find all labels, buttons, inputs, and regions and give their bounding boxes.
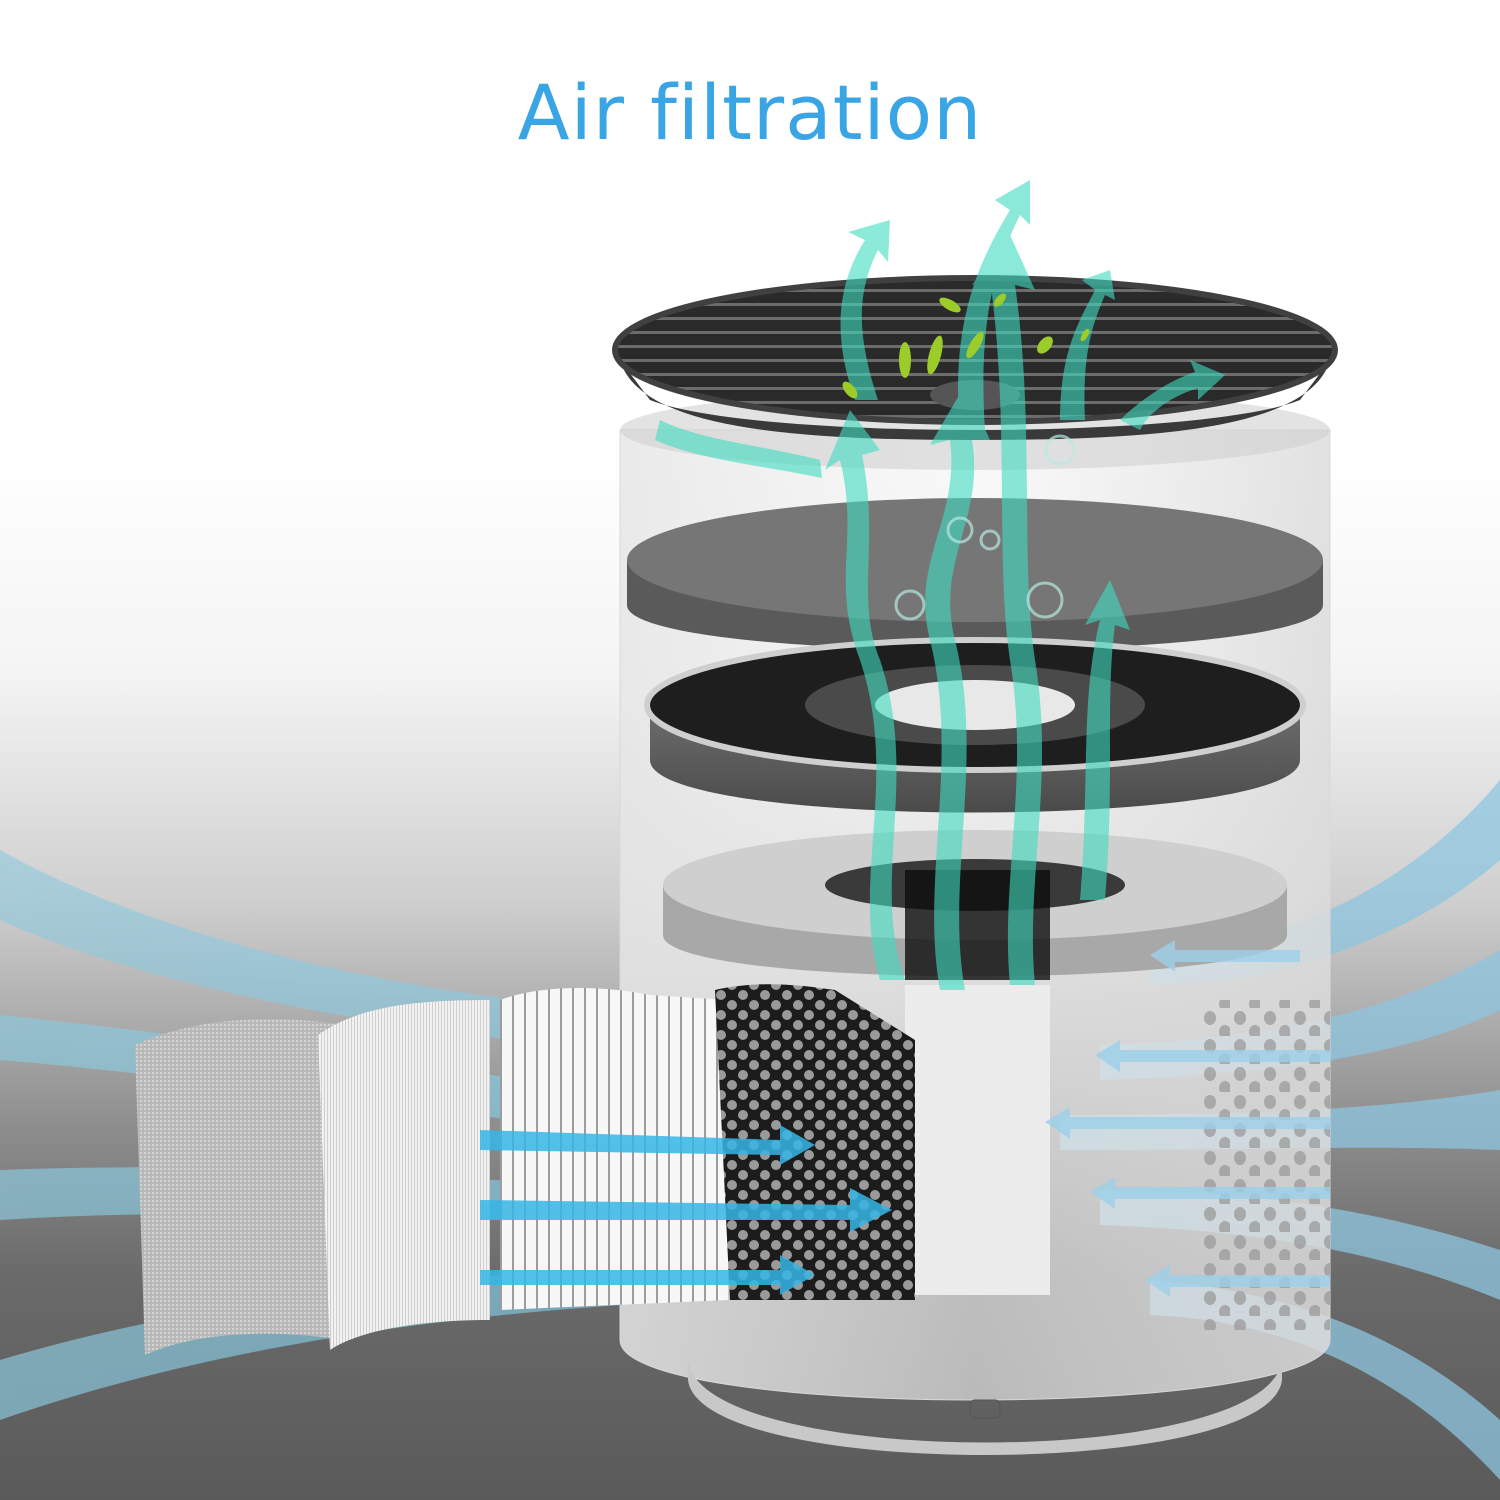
arrow-left-icon	[1150, 940, 1300, 972]
arrow-left-icon	[1095, 1040, 1330, 1072]
leaf-icon	[939, 297, 961, 313]
filter-cap	[663, 830, 1287, 980]
leaf-icon	[994, 293, 1006, 307]
arrow-left-icon	[1145, 1265, 1330, 1297]
sponge-disc	[627, 498, 1323, 650]
arrow-right-icon	[480, 1188, 892, 1232]
leaf-icon	[1080, 328, 1090, 342]
arrow-right-icon	[480, 1125, 815, 1165]
leaf-particles	[842, 293, 1090, 399]
leaf-icon	[899, 342, 911, 378]
fan	[644, 637, 1306, 813]
inner-hepa-cylinder	[905, 985, 1050, 1295]
bubbles	[894, 434, 1076, 621]
arrow-left-icon	[1090, 1177, 1330, 1209]
airflow-inflow-arrows	[1045, 940, 1330, 1297]
leaf-icon	[1037, 336, 1053, 354]
airflow-arrows	[480, 1125, 892, 1295]
leaf-icon	[842, 381, 858, 399]
pre-filter	[135, 1019, 345, 1355]
airflow-outflow	[655, 180, 1225, 990]
leaf-icon	[927, 335, 943, 375]
arrow-right-icon	[480, 1255, 815, 1295]
page-title: Air filtration	[517, 68, 983, 157]
arrow-left-icon	[1045, 1107, 1330, 1139]
housing-base	[688, 1360, 1282, 1455]
leaf-icon	[966, 331, 984, 359]
fine-mesh-filter	[318, 1000, 490, 1350]
